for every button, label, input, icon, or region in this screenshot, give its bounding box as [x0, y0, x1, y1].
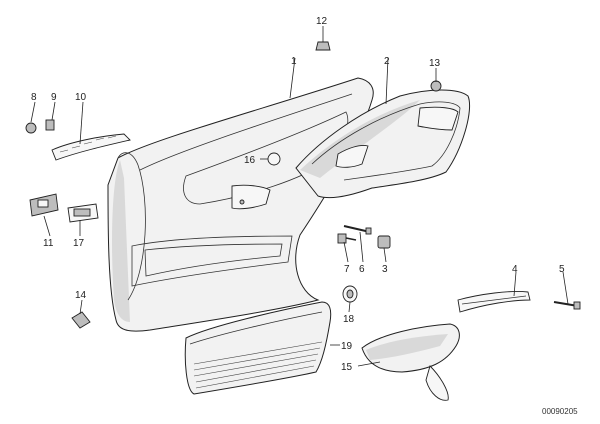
callout-19: 19 — [341, 341, 353, 352]
callout-9: 9 — [51, 92, 57, 103]
screw-6 — [343, 225, 372, 235]
grommet — [342, 285, 358, 303]
callout-1: 1 — [291, 56, 297, 67]
plug-clip — [337, 233, 357, 244]
callout-4: 4 — [512, 264, 518, 275]
callout-8: 8 — [31, 92, 37, 103]
callout-14: 14 — [75, 290, 87, 301]
callout-11: 11 — [43, 238, 54, 249]
document-code: 00090205 — [542, 407, 578, 416]
callout-6: 6 — [359, 264, 365, 275]
callout-10: 10 — [75, 92, 87, 103]
round-clip — [267, 152, 281, 166]
leader-lines — [30, 26, 569, 367]
switch-frame — [67, 203, 99, 223]
door-trim-panel — [107, 77, 374, 332]
callout-labels: 1 2 3 4 5 6 7 8 9 10 11 12 13 14 15 16 1… — [31, 16, 565, 373]
clip-nut-12 — [315, 41, 331, 51]
cover-cap — [377, 235, 391, 249]
switch-housing — [29, 193, 59, 217]
clip-8 — [25, 122, 37, 134]
clip-9 — [45, 119, 55, 131]
callout-13: 13 — [429, 58, 441, 69]
callout-12: 12 — [316, 16, 328, 27]
callout-16: 16 — [244, 155, 256, 166]
callout-15: 15 — [341, 362, 353, 373]
grab-handle-strip — [457, 291, 531, 313]
door-pull-handle — [361, 323, 460, 401]
clip-nut-13 — [430, 80, 442, 92]
callout-18: 18 — [343, 314, 355, 325]
upper-trim-assembly — [295, 89, 471, 199]
callout-17: 17 — [73, 238, 85, 249]
callout-7: 7 — [344, 264, 350, 275]
callout-3: 3 — [382, 264, 388, 275]
lower-door-pocket — [184, 301, 332, 395]
bracket — [51, 133, 131, 161]
expansion-clip — [71, 311, 91, 329]
callout-5: 5 — [559, 264, 565, 275]
callout-2: 2 — [384, 56, 390, 67]
screw — [553, 301, 581, 310]
